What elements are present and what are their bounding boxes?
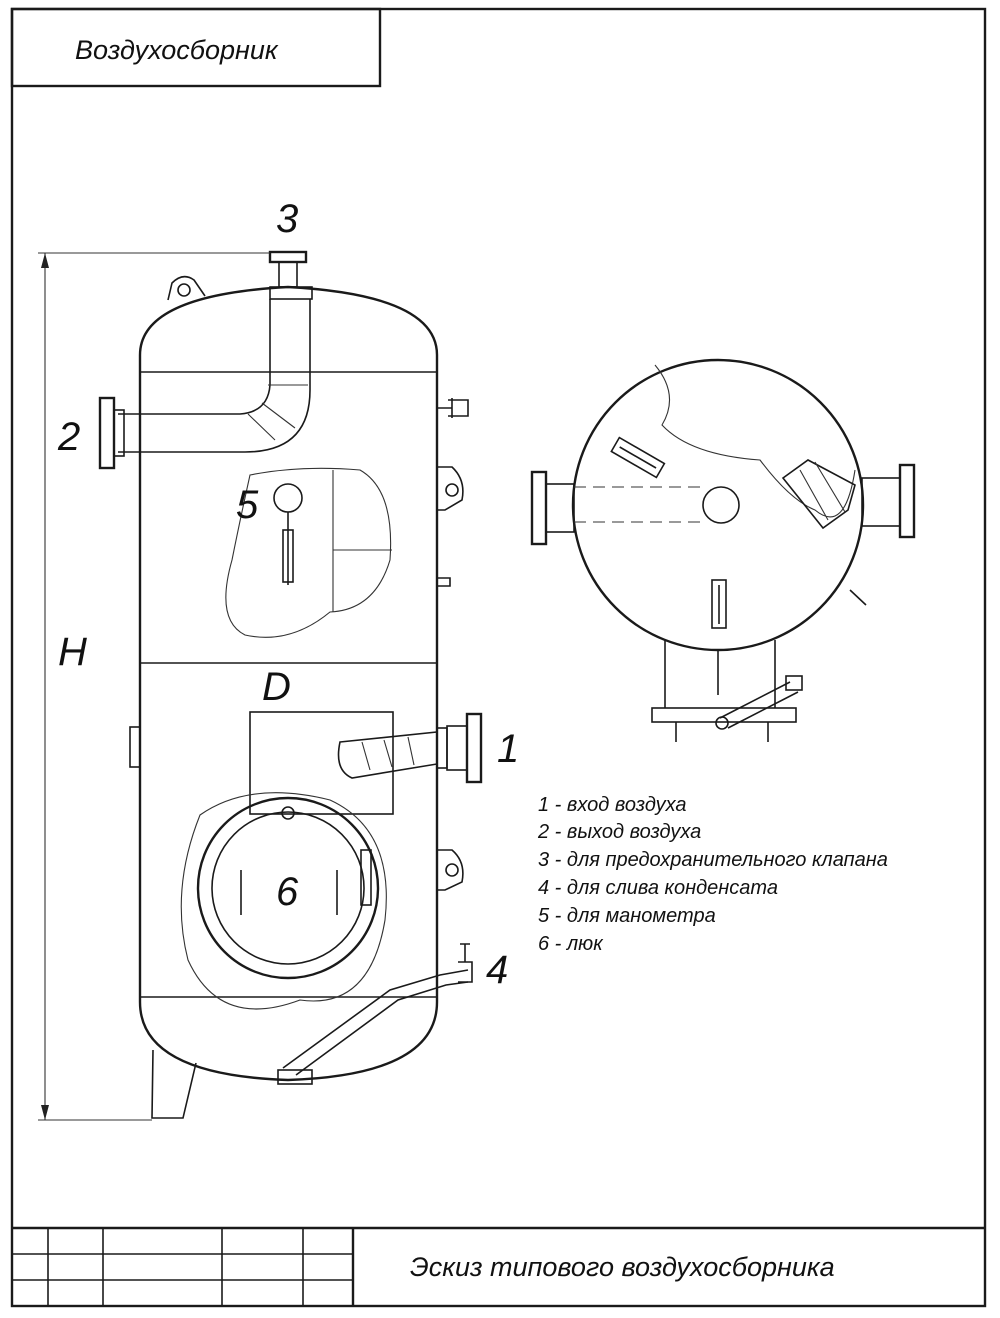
- sheet-frame: [10, 7, 987, 1308]
- legend: 1 - вход воздуха 2 - выход воздуха 3 - д…: [537, 794, 888, 955]
- legend-item-6: 6 - люк: [538, 933, 604, 955]
- label-4: 4: [486, 948, 508, 992]
- label-3: 3: [276, 197, 298, 241]
- legend-item-5: 5 - для манометра: [538, 905, 716, 927]
- legend-item-1: 1 - вход воздуха: [538, 794, 687, 816]
- label-1: 1: [497, 727, 519, 771]
- height-dimension: [38, 252, 270, 1121]
- header-box: [10, 7, 382, 88]
- vessel-front-view: [98, 250, 483, 1119]
- label-height: H: [58, 630, 87, 674]
- label-diameter: D: [262, 665, 291, 709]
- label-2: 2: [57, 415, 80, 459]
- header-title: Воздухосборник: [75, 35, 279, 65]
- title-block-caption: Эскиз типового воздухосборника: [410, 1252, 835, 1282]
- title-block: Эскиз типового воздухосборника: [12, 1226, 985, 1306]
- label-6: 6: [276, 870, 299, 914]
- legend-item-2: 2 - выход воздуха: [537, 821, 701, 843]
- vessel-top-view: [530, 358, 916, 742]
- legend-item-3: 3 - для предохранительного клапана: [538, 849, 888, 871]
- label-5: 5: [236, 483, 259, 527]
- legend-item-4: 4 - для слива конденсата: [538, 877, 778, 899]
